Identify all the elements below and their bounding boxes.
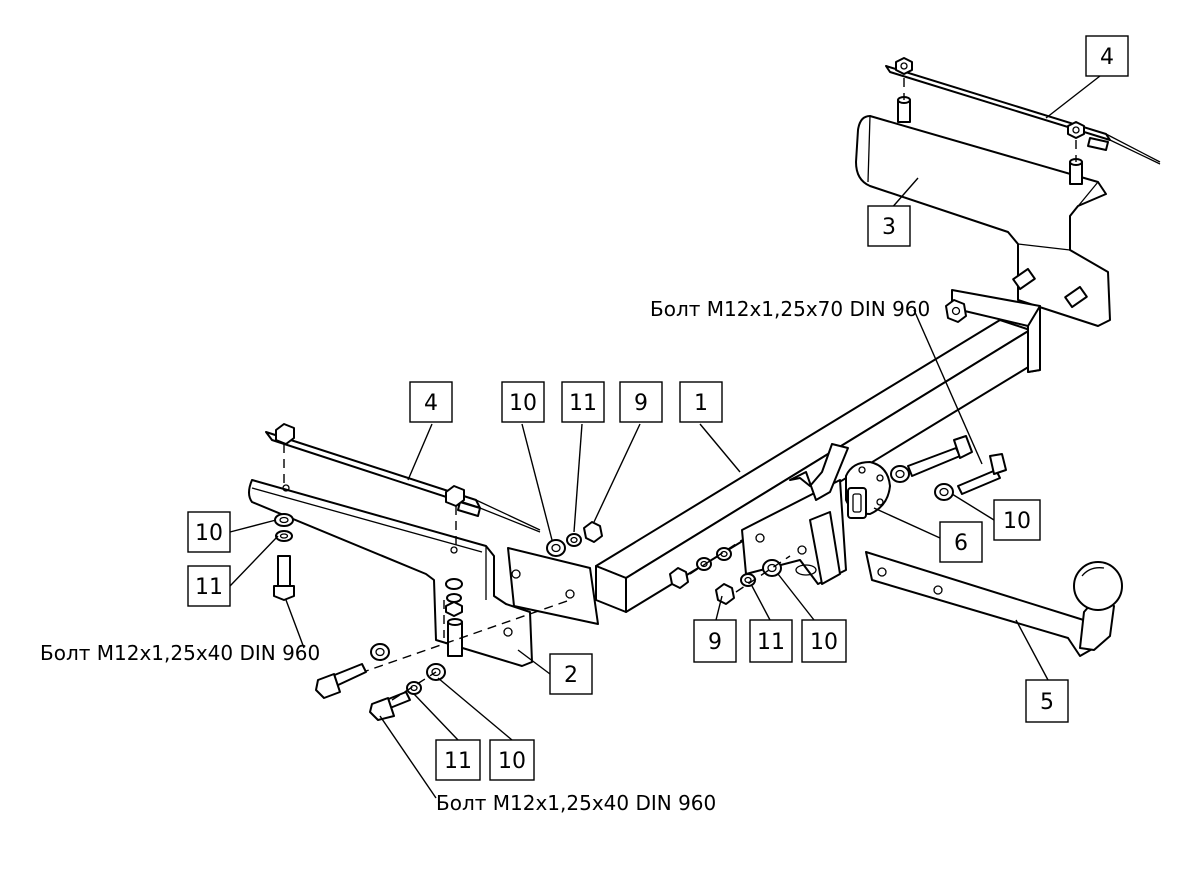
part-3-bracket xyxy=(855,78,1111,327)
nut-icon xyxy=(275,423,295,445)
callout-9-lower: 9 xyxy=(693,619,737,663)
stud-icon xyxy=(1069,158,1083,185)
svg-text:4: 4 xyxy=(424,391,438,416)
leader-lines xyxy=(229,75,1101,799)
part-4-left-strip xyxy=(265,423,541,533)
fastener-row-upper xyxy=(546,521,603,557)
callout-4-top: 4 xyxy=(1085,35,1129,77)
hitch-mount-plate xyxy=(741,443,849,585)
svg-text:2: 2 xyxy=(564,663,578,688)
svg-text:5: 5 xyxy=(1040,690,1054,715)
washer-icon xyxy=(566,533,582,547)
washer-icon xyxy=(934,483,954,501)
callout-1: 1 xyxy=(679,381,723,423)
svg-text:10: 10 xyxy=(498,749,526,774)
callout-10-lower: 10 xyxy=(801,619,847,663)
part-6-socket-plate xyxy=(845,461,891,519)
svg-text:11: 11 xyxy=(569,391,597,416)
washer-icon xyxy=(696,557,712,571)
nut-icon xyxy=(445,485,465,507)
bolt-label-left: Болт M12x1,25x40 DIN 960 xyxy=(40,641,320,665)
svg-text:10: 10 xyxy=(810,630,838,655)
washer-icon xyxy=(406,681,422,695)
callout-4-left: 4 xyxy=(409,381,453,423)
bolt-m12x40-icon xyxy=(369,691,411,721)
washer-icon xyxy=(370,643,390,661)
part-5-ball-hitch xyxy=(865,551,1123,657)
callout-2: 2 xyxy=(549,653,593,695)
bolt-m12x70-icon xyxy=(907,435,973,477)
callout-10-right: 10 xyxy=(993,499,1041,541)
callout-10-upper: 10 xyxy=(501,381,545,423)
callout-11-left: 11 xyxy=(187,565,231,607)
bolt-m12x40-icon xyxy=(273,555,295,601)
part-4-top-strip xyxy=(885,57,1161,165)
nut-icon xyxy=(895,57,913,75)
svg-text:10: 10 xyxy=(195,521,223,546)
svg-text:3: 3 xyxy=(882,215,896,240)
svg-text:4: 4 xyxy=(1100,45,1114,70)
svg-text:10: 10 xyxy=(509,391,537,416)
callout-11-lower: 11 xyxy=(749,619,793,663)
svg-text:1: 1 xyxy=(694,391,708,416)
svg-text:9: 9 xyxy=(634,391,648,416)
washer-icon xyxy=(274,513,294,527)
part-2-left-bracket xyxy=(248,479,533,667)
callout-9-upper: 9 xyxy=(619,381,663,423)
callout-3: 3 xyxy=(867,205,911,247)
bolt-m12x70-icon xyxy=(957,453,1007,495)
washer-icon xyxy=(762,559,782,577)
nut-icon xyxy=(715,583,735,605)
bolt-label-top-right: Болт M12x1,25x70 DIN 960 xyxy=(650,297,930,321)
svg-text:11: 11 xyxy=(444,749,472,774)
stud-icon xyxy=(1012,267,1036,291)
svg-text:11: 11 xyxy=(195,575,223,600)
bolt-label-bottom: Болт M12x1,25x40 DIN 960 xyxy=(436,791,716,815)
svg-text:6: 6 xyxy=(954,531,968,556)
callout-6: 6 xyxy=(939,521,983,563)
nut-icon xyxy=(1067,121,1085,139)
washer-icon xyxy=(275,530,293,542)
stud-icon xyxy=(897,96,911,123)
callout-11-bottom: 11 xyxy=(435,739,481,781)
nut-icon xyxy=(583,521,603,543)
stud-icon xyxy=(1064,285,1088,309)
svg-text:9: 9 xyxy=(708,630,722,655)
washer-icon xyxy=(890,465,910,483)
callout-11-upper: 11 xyxy=(561,381,605,423)
washer-icon xyxy=(716,547,732,561)
nut-icon xyxy=(945,299,967,323)
callout-10-bottom: 10 xyxy=(489,739,535,781)
svg-text:10: 10 xyxy=(1003,509,1031,534)
callout-5: 5 xyxy=(1025,679,1069,723)
svg-text:11: 11 xyxy=(757,630,785,655)
fastener-row-center xyxy=(669,539,791,605)
nut-icon xyxy=(669,567,689,589)
bolt-m12x40-icon xyxy=(315,663,367,699)
washer-icon xyxy=(546,539,566,557)
callout-10-left: 10 xyxy=(187,511,231,553)
